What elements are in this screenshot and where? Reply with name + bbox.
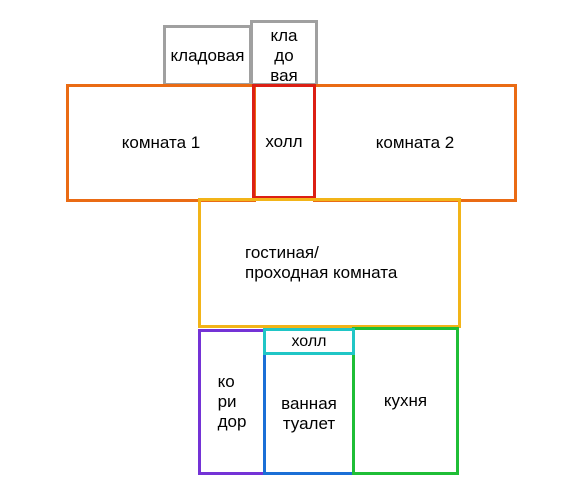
room-storage-1: кладовая <box>163 25 252 86</box>
room-living-room: гостиная/ проходная комната <box>198 198 461 328</box>
room-label-bedroom-2: комната 2 <box>375 133 455 152</box>
room-kitchen: кухня <box>352 327 459 475</box>
room-bedroom-2: комната 2 <box>313 84 517 202</box>
room-hall-1: холл <box>252 84 316 199</box>
room-label-bedroom-1: комната 1 <box>121 133 201 152</box>
room-bathroom: ванная туалет <box>263 352 355 475</box>
room-label-storage-2: кла до вая <box>270 26 298 85</box>
room-label-kitchen: кухня <box>383 391 428 410</box>
room-hall-2: холл <box>263 328 355 355</box>
room-corridor: ко ри дор <box>198 329 266 475</box>
room-label-bathroom: ванная туалет <box>281 393 337 433</box>
room-label-living-room: гостиная/ проходная комната <box>245 243 398 282</box>
room-label-corridor: ко ри дор <box>217 372 247 431</box>
room-storage-2: кла до вая <box>250 20 318 86</box>
room-label-storage-1: кладовая <box>170 45 245 65</box>
room-label-hall-2: холл <box>291 332 327 350</box>
room-label-hall-1: холл <box>265 131 303 151</box>
room-bedroom-1: комната 1 <box>66 84 256 202</box>
